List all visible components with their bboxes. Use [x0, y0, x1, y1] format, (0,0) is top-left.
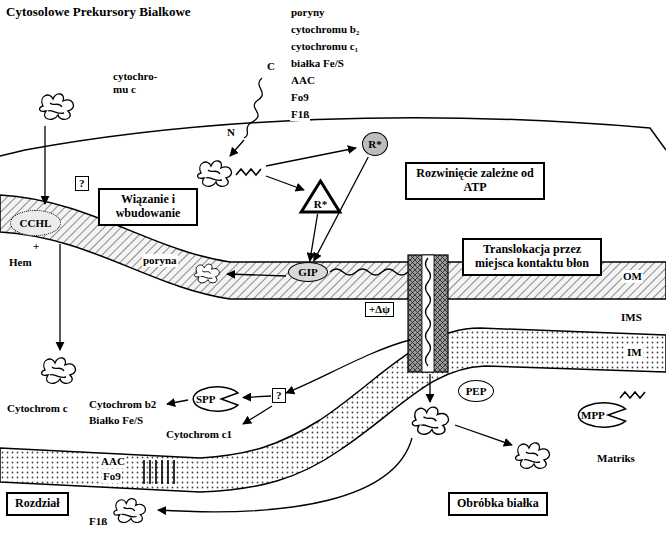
list-item: Fo9 [290, 91, 310, 104]
protein-blob [516, 443, 550, 468]
cleaved-presequence [620, 392, 645, 398]
compartment-label: Matriks [596, 452, 636, 465]
flow-arrow [227, 274, 286, 276]
protease-symbol: MPP [575, 402, 630, 428]
membrane-edge [0, 118, 666, 156]
flow-arrow [167, 400, 188, 404]
membrane-complex [144, 460, 174, 484]
list-item: poryny [290, 6, 326, 19]
potential-box: +Δψ [365, 302, 394, 317]
protease-outline [193, 387, 238, 411]
flow-arrow [158, 438, 412, 512]
contact-site [408, 255, 448, 372]
process-box: Wiązanie i wbudowanie [98, 188, 198, 226]
part-label: Białko Fe/S [88, 414, 144, 427]
part-label: poryna [142, 254, 178, 267]
part-label: F1ß [88, 515, 108, 528]
porin-blob [194, 264, 219, 283]
protease-symbol: SPP [190, 386, 242, 412]
inner-membrane [0, 328, 666, 492]
unfolded-chain [426, 258, 431, 366]
list-item: F1ß [290, 108, 310, 121]
diagram-title: Cytosolowe Prekursory Bialkowe [6, 4, 191, 20]
list-item: cytochromu c₁ [290, 40, 359, 53]
part-label: Hem [8, 256, 33, 269]
part-label: Fo9 [102, 470, 122, 483]
protein-blob [412, 407, 448, 434]
pore-ellipse: GIP [288, 262, 328, 282]
receptor-triangle: R* [300, 180, 341, 213]
flow-arrow [266, 148, 356, 166]
node-text: Rozwinięcie zależne od ATP [414, 167, 536, 195]
flow-arrow [243, 406, 272, 424]
node-text: ? [79, 177, 85, 190]
node-text: Wiązanie i wbudowanie [107, 193, 189, 221]
node-text: GIP [298, 266, 318, 278]
question-box: ? [75, 176, 89, 191]
triangle-outline [301, 181, 340, 212]
node-text: R* [314, 198, 327, 210]
flow-arrow [44, 126, 45, 204]
node-text: Translokacja przez miejsca kontaktu błon [471, 243, 593, 271]
connector-arrow [314, 157, 369, 261]
compartment-label: IM [626, 346, 643, 359]
compartment-label: OM [622, 270, 643, 283]
flow-arrow [230, 140, 244, 156]
protein-blob [114, 499, 146, 523]
process-box: Translokacja przez miejsca kontaktu błon [462, 238, 602, 276]
protein-blob [42, 358, 76, 383]
process-box: Rozwinięcie zależne od ATP [405, 162, 545, 200]
node-text: SPP [196, 393, 216, 405]
receptor-circle: R* [362, 132, 388, 156]
protease-outline [578, 403, 625, 427]
question-box: ? [272, 388, 286, 403]
part-label: AAC [100, 455, 126, 468]
process-box: Rozdział [6, 492, 69, 516]
enzyme-ellipse: CCHL [10, 210, 61, 236]
flow-arrow [286, 340, 410, 393]
part-label: cytochro- mu c [112, 70, 170, 96]
node-text: Rozdział [15, 497, 60, 511]
node-text: R* [368, 138, 381, 150]
node-text: Obróbka białka [457, 497, 539, 511]
list-item: cytochromu b₂ [290, 23, 360, 36]
compartment-label: IMS [620, 311, 643, 324]
presequence [236, 169, 261, 175]
node-text: +Δψ [369, 303, 390, 316]
terminus-label: C [266, 60, 276, 73]
flow-arrow [59, 244, 60, 350]
protein-blob [198, 161, 232, 186]
node-text: CCHL [20, 217, 52, 229]
unfolded-chain [330, 269, 408, 275]
part-label: Cytochrom c [6, 402, 69, 415]
flow-arrow [455, 425, 512, 445]
translocation-channel [422, 255, 434, 372]
process-box: Obróbka białka [448, 492, 548, 516]
flow-arrow [266, 176, 304, 190]
connector-arrow [310, 214, 318, 261]
node-text: PEP [466, 385, 487, 397]
part-label: Cytochrom c1 [165, 428, 233, 441]
protein-blob [40, 94, 74, 119]
precursor-chain [244, 78, 262, 138]
part-label: Cytochrom b2 [88, 398, 157, 411]
protease-circle: PEP [458, 380, 494, 402]
list-item: białka Fe/S [290, 57, 345, 70]
list-item: AAC [290, 74, 316, 87]
flow-arrow [429, 374, 430, 402]
node-text: MPP [581, 409, 605, 421]
terminus-label: N [226, 126, 236, 139]
symbol-label: + [32, 240, 40, 253]
connector-arrow [243, 396, 271, 398]
node-text: ? [276, 389, 282, 402]
